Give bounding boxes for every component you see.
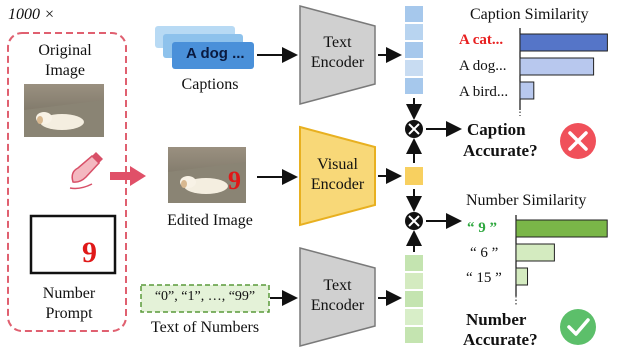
number-bar-1 [515, 243, 555, 262]
original-image-label-line2: Image [45, 62, 85, 79]
caption-embedding-stack [405, 6, 423, 94]
edit-arrow [110, 166, 146, 186]
caption-bar-0 [519, 33, 608, 52]
edited-image-label: Edited Image [167, 212, 253, 229]
left-dashed-panel [7, 32, 127, 332]
caption-label-0: A cat... [459, 32, 504, 48]
caption-bar-2 [519, 81, 535, 100]
number-bar-0 [515, 219, 608, 238]
number-prompt-box [29, 214, 117, 275]
repeat-label: 1000 × [8, 6, 55, 23]
number-label-0: “ 9 ” [467, 220, 497, 236]
caption-bar-1 [519, 57, 595, 76]
correct-icon [560, 309, 596, 345]
numbers-box-text: “0”, “1”, …, “99” [154, 289, 256, 304]
text-encoder-top-label-1: Text [323, 34, 352, 51]
text-encoder-top [299, 5, 376, 105]
numbers-text-box [140, 284, 270, 313]
caption-similarity-bars [519, 33, 608, 100]
caption-label-2: A bird... [459, 84, 509, 100]
image-embedding [405, 167, 423, 185]
captions-label: Captions [181, 76, 239, 93]
number-label-2: “ 15 ” [466, 270, 502, 286]
number-embedding-stack [405, 255, 423, 343]
edited-image-digit: 9 [228, 166, 241, 195]
pencil-icon [69, 152, 103, 190]
number-prompt-digit: 9 [82, 236, 97, 269]
number-similarity-bars [515, 219, 608, 286]
number-prompt-label-line1: Number [42, 285, 96, 302]
number-label-1: “ 6 ” [470, 245, 499, 261]
multiply-node-top [405, 120, 423, 138]
caption-result-line2: Accurate? [463, 141, 538, 160]
visual-encoder-label-2: Encoder [310, 176, 365, 193]
caption-cards [155, 26, 254, 69]
caption-similarity-title: Caption Similarity [470, 6, 589, 23]
caption-card-text: A dog ... [186, 45, 245, 62]
numbers-text-label: Text of Numbers [150, 319, 260, 336]
text-encoder-bottom-label-2: Encoder [310, 297, 365, 314]
original-image-label-line1: Original [38, 42, 92, 59]
number-bar-2 [515, 267, 529, 286]
text-encoder-top-label-2: Encoder [310, 54, 365, 71]
edited-image [168, 147, 246, 203]
caption-label-1: A dog... [459, 58, 507, 74]
number-result-line1: Number [466, 310, 527, 329]
original-image [24, 84, 104, 137]
visual-encoder [299, 125, 376, 227]
number-result-line2: Accurate? [463, 330, 538, 349]
visual-encoder-label-1: Visual [317, 156, 358, 173]
text-encoder-bottom [299, 247, 376, 347]
multiply-node-bottom [405, 212, 423, 230]
number-prompt-label-line2: Prompt [45, 305, 93, 322]
wrong-icon [560, 123, 596, 159]
text-encoder-bottom-label-1: Text [323, 277, 352, 294]
number-similarity-title: Number Similarity [466, 192, 587, 209]
caption-result-line1: Caption [467, 120, 526, 139]
